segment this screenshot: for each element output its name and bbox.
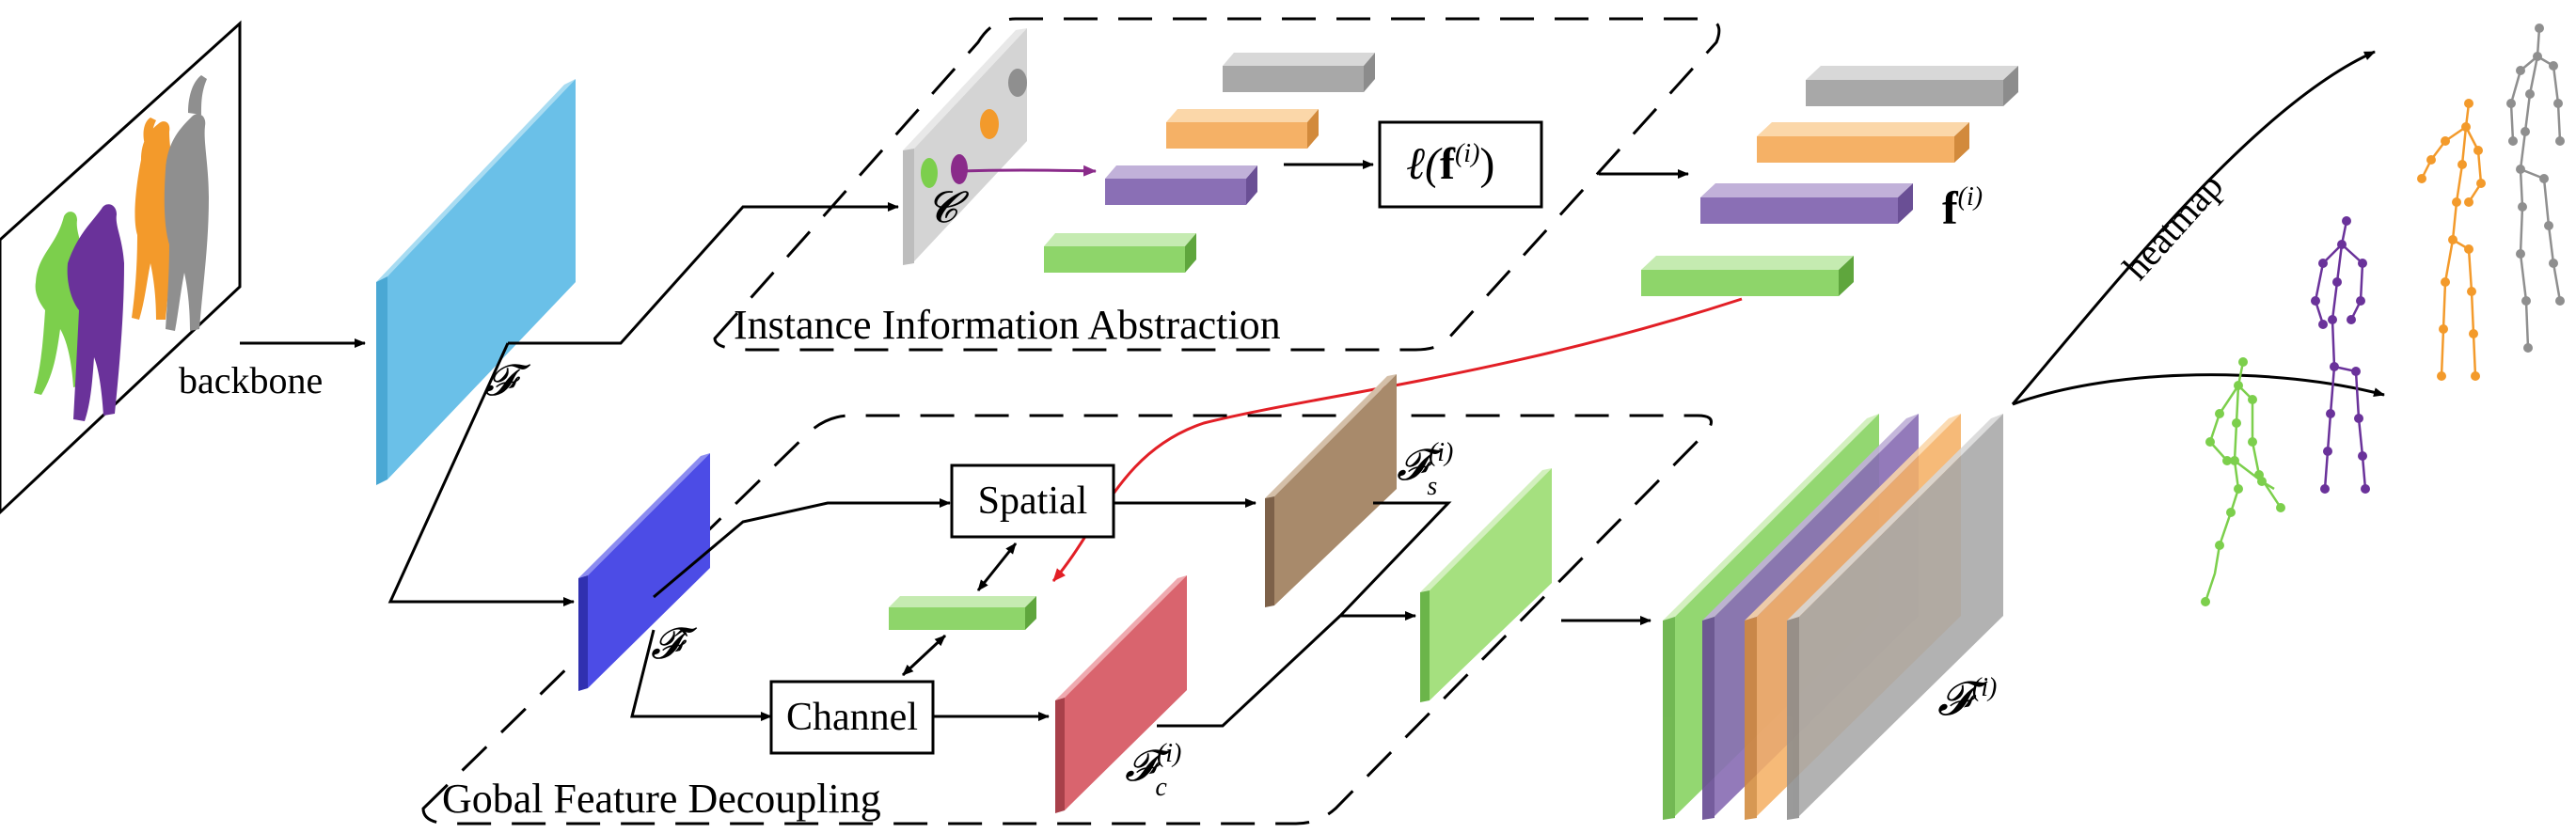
Fi-sup: (i) <box>1972 673 1997 702</box>
Fs-sub: s <box>1427 472 1437 501</box>
loss-sup: (i) <box>1455 139 1479 168</box>
label-Fhat: 𝓕̂ <box>651 620 698 668</box>
arrow-Fhat-to-channel <box>630 629 772 721</box>
label-Fi: 𝓕(i) <box>1937 672 1997 725</box>
center-map-C <box>903 28 1027 265</box>
instance-f-sup: (i) <box>1958 182 1983 212</box>
feature-map-fused <box>1420 468 1552 702</box>
label-Fs: 𝓕(i)s <box>1397 438 1453 501</box>
pose-purple <box>2311 216 2370 494</box>
arrow-to-poses <box>2012 373 2385 406</box>
spatial-label: Spatial <box>978 479 1088 523</box>
arrow-Fs-to-fused <box>1336 501 1452 621</box>
instance-bars-mid <box>1044 53 1375 273</box>
arrow-heatmap <box>2011 50 2376 405</box>
bar-gray-right <box>1806 66 2018 106</box>
label-Fc: 𝓕(i)c <box>1125 739 1181 802</box>
pose-orange <box>2417 99 2486 381</box>
bar-green-mid <box>1044 233 1196 273</box>
instance-f-main: f <box>1942 181 1959 234</box>
instance-bars-right <box>1641 66 2018 296</box>
arrow-Fhat-to-spatial <box>653 498 951 599</box>
input-image <box>0 20 242 515</box>
feature-map-Fs <box>1265 374 1397 607</box>
arrow-query-channel <box>901 634 947 677</box>
channel-label: Channel <box>786 696 918 739</box>
arrow-F-to-Fhat <box>387 342 575 606</box>
global-decoupling-box <box>421 414 1713 825</box>
instance-map-gray <box>1787 414 2003 820</box>
instance-abstraction-box <box>713 17 1721 352</box>
person-silhouettes <box>34 75 209 421</box>
Fc-sub: c <box>1155 773 1167 802</box>
Fs-sup: (i) <box>1429 438 1453 467</box>
pose-green <box>2201 357 2285 606</box>
center-dot-purple <box>951 154 968 184</box>
loss-text: ℓ(f(i)) <box>1406 139 1494 189</box>
instance-maps-stack <box>1663 414 2003 820</box>
loss-f: f <box>1440 139 1456 189</box>
bar-purple-mid <box>1105 165 1257 205</box>
instance-abstraction-title: Instance Information Abstraction <box>734 302 1281 348</box>
heatmap-label: heatmap <box>2114 165 2231 288</box>
pose-gray <box>2506 24 2565 353</box>
arrow-C-to-purple <box>958 165 1097 177</box>
global-decoupling-title: Gobal Feature Decoupling <box>442 776 881 822</box>
loss-close: ) <box>1479 139 1494 189</box>
backbone-label: backbone <box>179 359 323 401</box>
feature-map-F <box>376 79 576 485</box>
arrow-F-to-C <box>508 202 899 345</box>
bar-orange-mid <box>1166 109 1319 149</box>
feature-map-Fc <box>1055 575 1187 813</box>
center-dot-gray <box>1008 69 1027 97</box>
center-dot-orange <box>980 109 999 139</box>
bar-orange-right <box>1757 122 1969 163</box>
query-bar-green <box>889 596 1036 630</box>
bar-gray-mid <box>1223 53 1375 92</box>
arrow-Fc-to-fused <box>1157 614 1342 728</box>
label-instance-f: f(i) <box>1942 181 1983 234</box>
channel-box <box>769 680 935 755</box>
center-dot-green <box>921 158 938 188</box>
spatial-box <box>950 464 1115 539</box>
feature-map-Fhat <box>578 453 710 691</box>
bar-green-right <box>1641 256 1854 296</box>
loss-l: ℓ( <box>1406 139 1443 189</box>
bar-purple-right <box>1700 183 1913 224</box>
loss-box <box>1378 120 1543 209</box>
arrow-query-spatial <box>976 542 1018 591</box>
Fc-sup: (i) <box>1157 739 1181 768</box>
pose-skeletons <box>2201 24 2565 606</box>
